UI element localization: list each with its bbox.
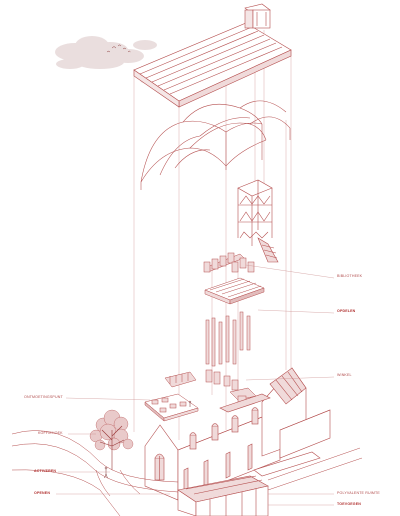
label-winkel: WINKEL — [337, 373, 352, 377]
column-pillars — [205, 311, 251, 367]
vault-layer — [140, 100, 291, 190]
birds — [106, 44, 131, 53]
roof-layer — [133, 22, 292, 108]
label-activeren: ACTIVEREN — [34, 469, 57, 473]
stair-tower — [237, 179, 279, 263]
ontmoetingspunt-platform — [144, 371, 199, 422]
tree — [89, 409, 134, 470]
label-polyvalente-ruimte: POLYVALENTE RUIMTE — [337, 491, 380, 495]
belfry — [244, 3, 271, 29]
bibliotheek-shelves — [203, 252, 255, 273]
church-building — [144, 367, 331, 501]
label-koffiehoek: KOFFIEHOEK — [38, 431, 63, 435]
ground-lines — [11, 430, 363, 516]
leader-lines — [56, 264, 335, 506]
label-ontmoetingspunt: ONTMOETINGSPUNT — [24, 395, 63, 399]
label-toevoegen: TOEVOEGEN — [337, 502, 362, 506]
floor-slab — [204, 277, 265, 305]
people — [104, 400, 192, 479]
label-bibliotheek: BIBLIOTHEEK — [337, 274, 363, 278]
label-openen: OPENEN — [34, 491, 51, 495]
annex-polyvalente — [177, 451, 321, 516]
label-opdelen: OPDELEN — [337, 309, 356, 313]
winkel-shelves — [205, 369, 257, 405]
